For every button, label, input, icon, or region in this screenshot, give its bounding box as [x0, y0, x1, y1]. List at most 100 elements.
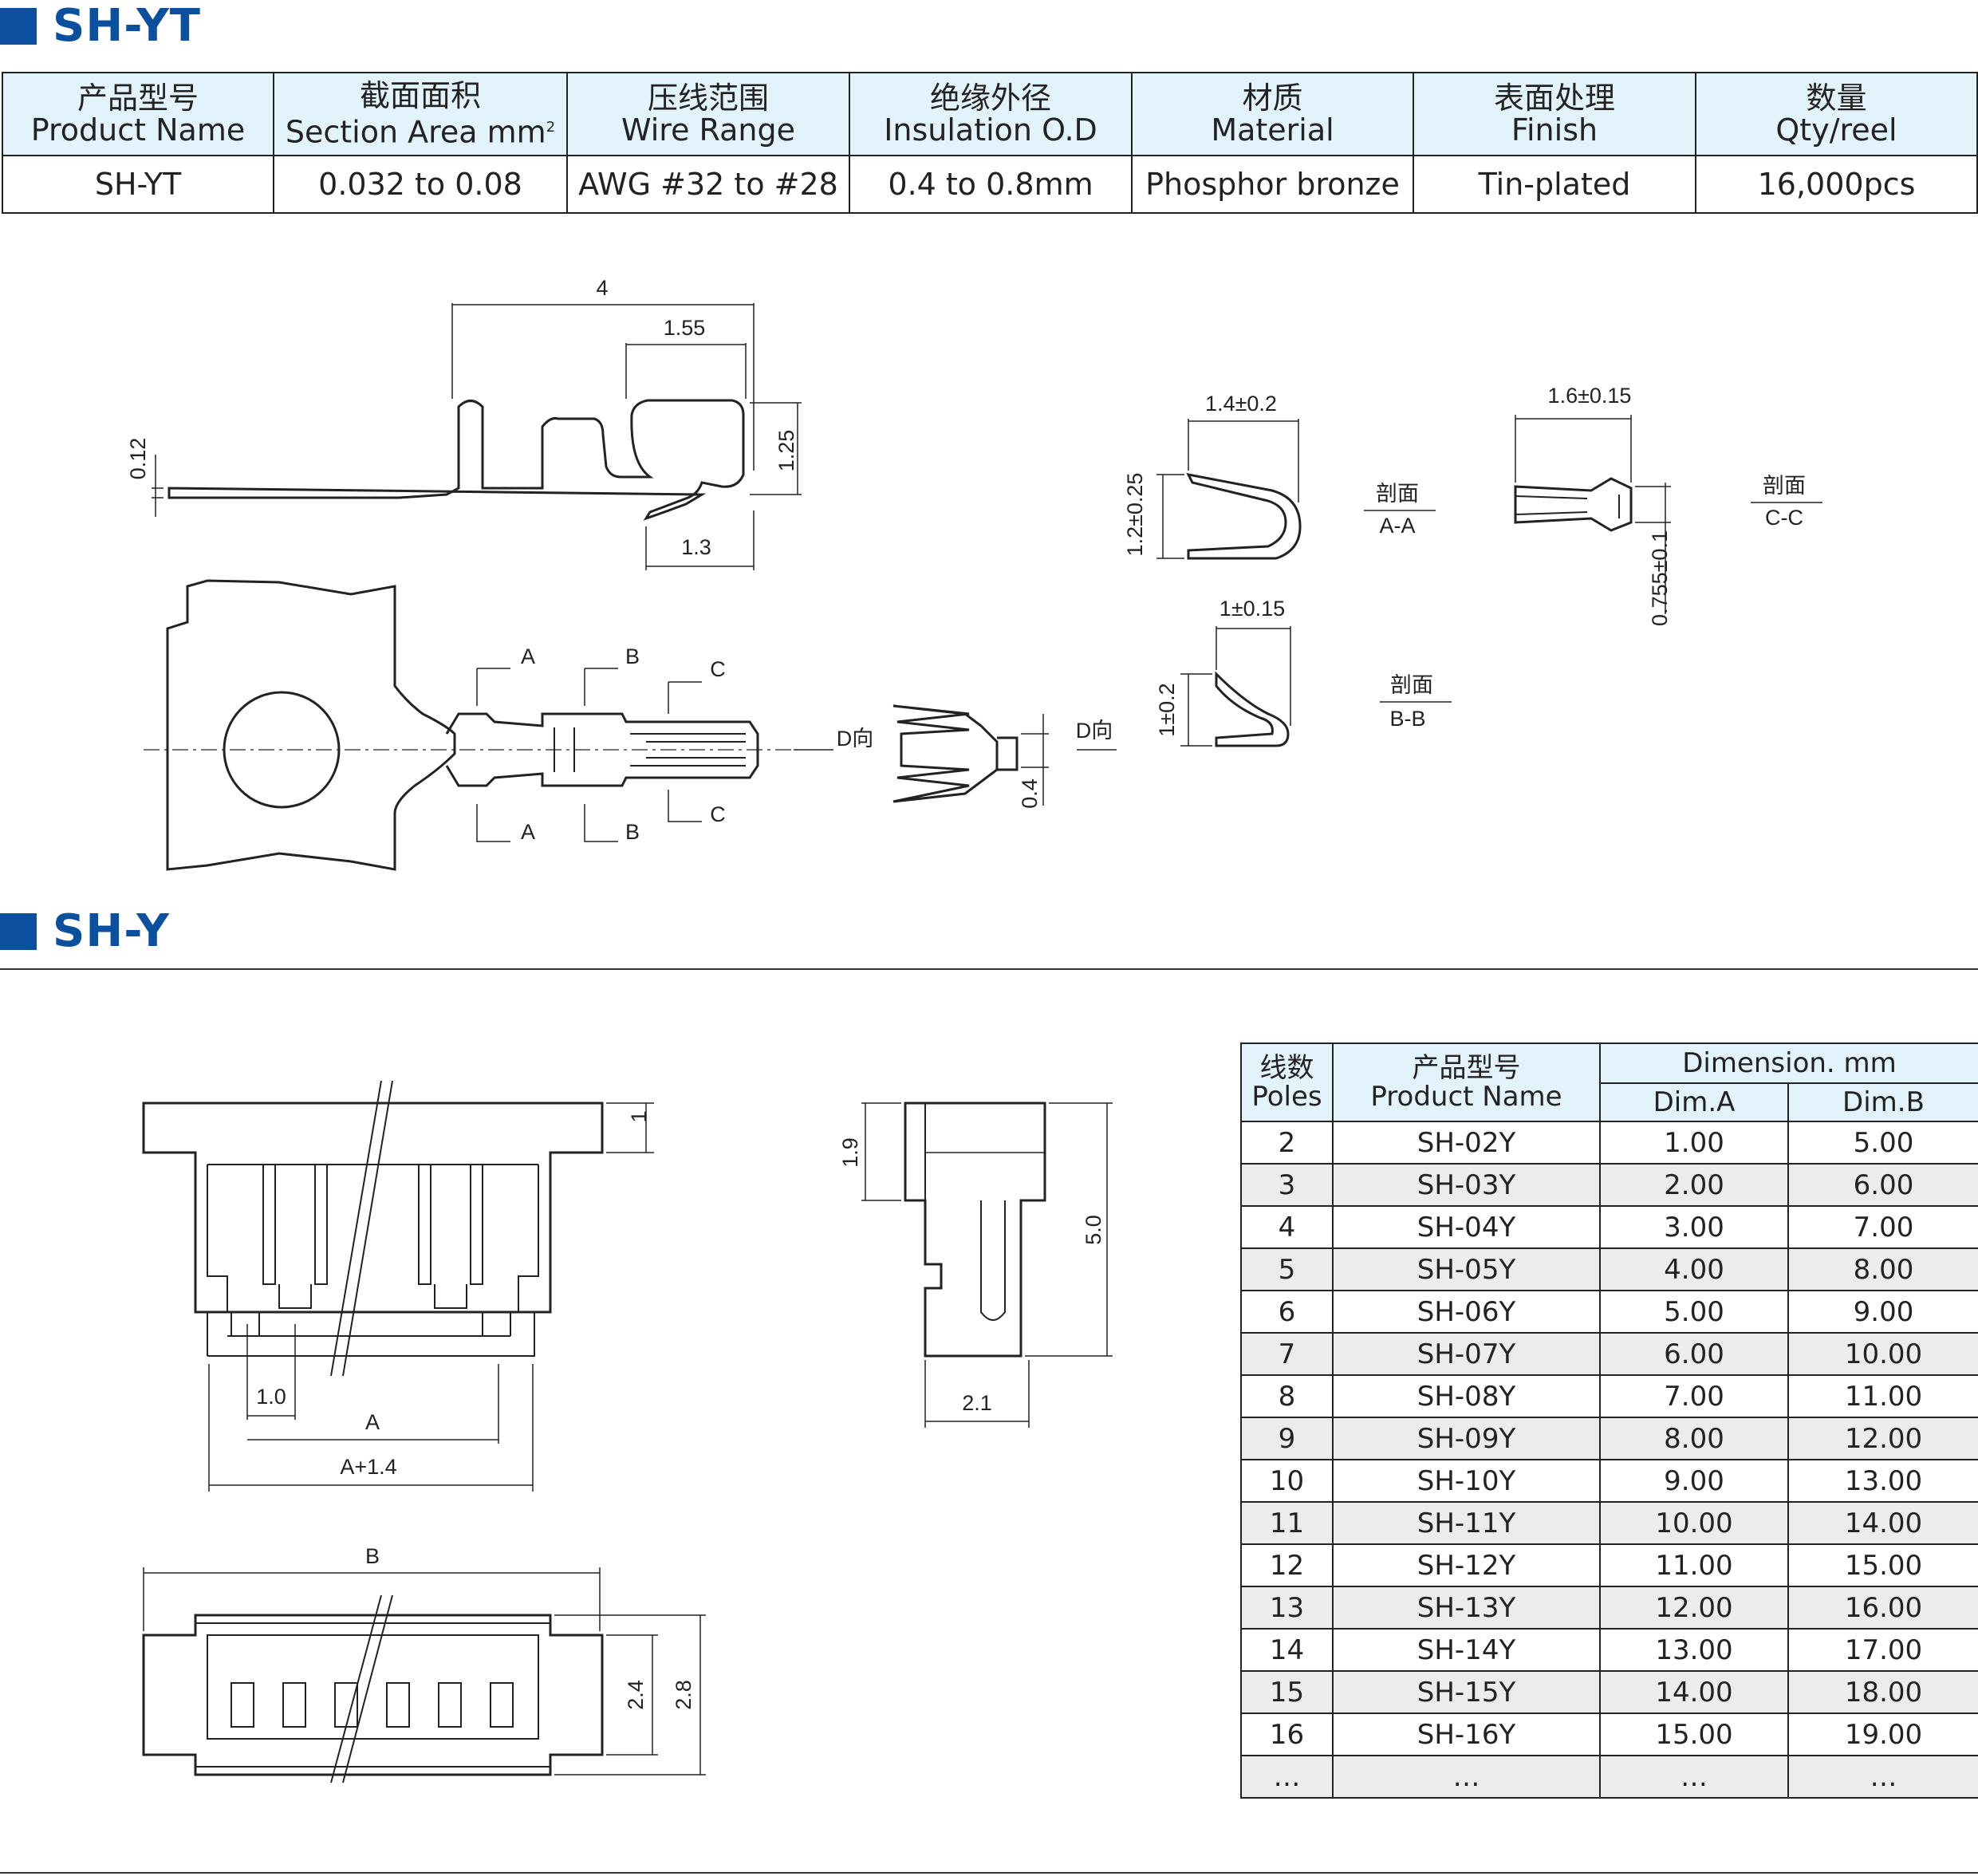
- housing-side-inner: [924, 1103, 1006, 1321]
- terminal-drawing: 4 1.55 1.3 1.25 0.12 A A B B C C D向 D向 0…: [126, 276, 1822, 871]
- section-cc-detail: [1515, 495, 1620, 518]
- table-cell: …: [1332, 1755, 1601, 1799]
- housing-front-body: [142, 1102, 604, 1314]
- dim-line: [554, 1614, 706, 1776]
- header-en: Insulation O.D: [884, 112, 1097, 148]
- dim-label: 2.8: [672, 1680, 695, 1710]
- dim-header-cell: Dim.B: [1787, 1082, 1978, 1122]
- dim-label: 1.2±0.25: [1123, 473, 1147, 557]
- dim-label: 0.755±0.1: [1648, 530, 1672, 626]
- table-cell: 12.00: [1787, 1417, 1978, 1460]
- header-sup: 2: [546, 119, 556, 136]
- table-cell: 8.00: [1599, 1417, 1789, 1460]
- terminal-front-tip: [997, 736, 1019, 771]
- table-cell: SH-09Y: [1332, 1417, 1601, 1460]
- view-label: D向: [1076, 719, 1113, 743]
- header-en: Qty/reel: [1775, 112, 1897, 148]
- table-cell: 16.00: [1787, 1586, 1978, 1630]
- table-cell: 12: [1240, 1543, 1334, 1587]
- section-cc-shape: [1514, 477, 1633, 532]
- dim-line: [750, 402, 802, 495]
- table-cell: 6: [1240, 1290, 1334, 1334]
- terminal-side-outline: [167, 399, 745, 521]
- dim-label: 1.9: [838, 1137, 862, 1168]
- table-cell: 14: [1240, 1628, 1334, 1672]
- dim-line: [208, 1364, 534, 1492]
- dim-label: 1.0: [256, 1385, 286, 1409]
- spec-cell: Tin-plated: [1413, 155, 1696, 214]
- header-cn: 产品型号: [1412, 1052, 1521, 1084]
- table-cell: SH-07Y: [1332, 1332, 1601, 1376]
- table-cell: 4: [1240, 1205, 1334, 1249]
- table-cell: SH-16Y: [1332, 1712, 1601, 1756]
- dim-label: 1.25: [774, 430, 798, 472]
- dim-label: 2.1: [962, 1391, 992, 1415]
- table-cell: 7: [1240, 1332, 1334, 1376]
- section-label: C: [710, 802, 726, 826]
- section-title-cn: 剖面: [1376, 482, 1419, 506]
- table-cell: 1.00: [1599, 1121, 1789, 1165]
- table-cell: 15.00: [1787, 1543, 1978, 1587]
- table-cell: 14.00: [1599, 1670, 1789, 1714]
- table-cell: 14.00: [1787, 1501, 1978, 1545]
- dim-line: [247, 1364, 499, 1444]
- header-cn: 截面面积: [359, 78, 481, 114]
- section-marker-icon: [0, 7, 37, 45]
- table-cell: 10.00: [1599, 1501, 1789, 1545]
- table-cell: 9.00: [1599, 1459, 1789, 1503]
- section-header-sh-yt: SH-YT: [0, 0, 201, 52]
- dim-line: [606, 1634, 658, 1756]
- table-cell: 12.00: [1599, 1586, 1789, 1630]
- table-cell: SH-06Y: [1332, 1290, 1601, 1334]
- header-cn: 线数: [1259, 1052, 1314, 1084]
- dim-line: [645, 510, 755, 570]
- table-cell: 9: [1240, 1417, 1334, 1460]
- dim-label: 4: [596, 276, 608, 300]
- dim-label: 0.4: [1018, 778, 1042, 809]
- section-marker-icon: [0, 912, 37, 950]
- spec-cell: 16,000pcs: [1695, 155, 1978, 214]
- carrier-strip: [166, 579, 456, 871]
- break-line: [330, 1594, 393, 1783]
- table-cell: SH-10Y: [1332, 1459, 1601, 1503]
- table-cell: 10.00: [1787, 1332, 1978, 1376]
- dim-subheader-row: Dim.A Dim.B: [1241, 1082, 1978, 1122]
- housing-drawing: 1.0 A A+1.4 1 1.9 5.0 2.1 B 2.4 2.8: [142, 1080, 1113, 1783]
- table-cell: 13.00: [1787, 1459, 1978, 1503]
- table-cell: SH-04Y: [1332, 1205, 1601, 1249]
- table-cell: 8: [1240, 1374, 1334, 1418]
- view-label: D向: [837, 727, 874, 751]
- dim-label: B: [365, 1544, 380, 1568]
- section-label: B: [625, 644, 640, 668]
- dim-line: [924, 1360, 1030, 1428]
- housing-front-base: [207, 1312, 535, 1357]
- section-title-cn: 剖面: [1390, 673, 1433, 697]
- break-line: [330, 1080, 393, 1377]
- table-cell: 13.00: [1599, 1628, 1789, 1672]
- header-en: Product Name: [1370, 1081, 1562, 1113]
- section-aa-shape: [1186, 472, 1302, 560]
- table-cell: 13: [1240, 1586, 1334, 1630]
- dim-line: [1025, 1102, 1113, 1357]
- dim-label: 1±0.2: [1155, 683, 1179, 736]
- housing-bottom-inner: [195, 1622, 550, 1768]
- section-label: A: [521, 644, 535, 668]
- table-cell: 11: [1240, 1501, 1334, 1545]
- header-en: Wire Range: [621, 112, 795, 148]
- section-label: A: [521, 820, 535, 844]
- dim-label: 1.6±0.15: [1548, 384, 1632, 408]
- dim-label: 2.4: [624, 1680, 648, 1710]
